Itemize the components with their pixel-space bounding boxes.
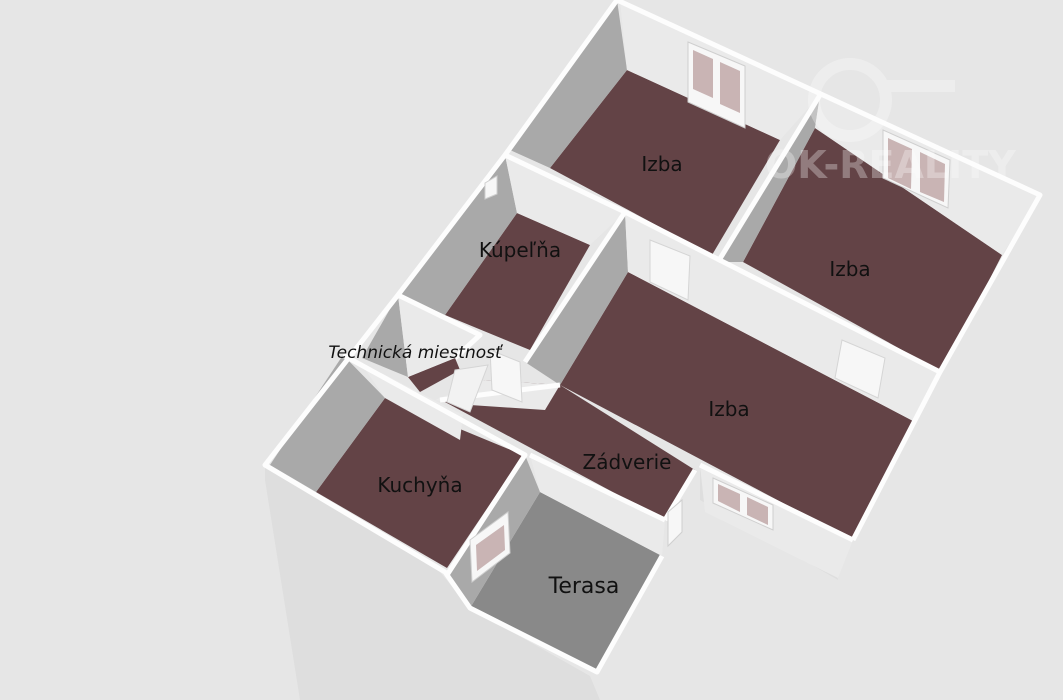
floors — [316, 70, 1002, 672]
wall-face — [270, 355, 385, 492]
floor-kupelna — [445, 213, 590, 350]
room-label-izba-bottom: Izba — [708, 397, 749, 421]
door — [834, 339, 886, 399]
window — [667, 498, 683, 548]
doors — [446, 239, 886, 413]
wall-face — [362, 295, 408, 377]
window — [882, 129, 951, 209]
room-labels: Izba Izba Izba Kúpeľňa Technická miestno… — [328, 152, 870, 599]
watermark-brand: OK-REALITY — [765, 143, 1016, 187]
room-label-terasa: Terasa — [548, 574, 620, 599]
window — [484, 175, 498, 200]
floor-zadverie — [445, 380, 695, 520]
room-label-technicka: Technická miestnosť — [328, 343, 504, 363]
wall-face — [360, 362, 463, 440]
watermark-key-icon — [885, 80, 955, 92]
wall-face — [530, 455, 665, 556]
window — [687, 41, 746, 129]
wall-face — [525, 212, 628, 385]
room-label-izba-top: Izba — [641, 152, 682, 176]
windows — [469, 41, 951, 583]
window — [469, 511, 511, 583]
wall-face — [505, 155, 625, 245]
wall-face — [510, 0, 627, 168]
watermark: OK-REALITY — [765, 58, 1016, 187]
floor-terasa — [470, 492, 662, 672]
floor-kuchyna — [316, 398, 523, 568]
room-label-kupelna: Kúpeľňa — [479, 238, 561, 262]
floor-technicka — [408, 358, 460, 392]
watermark-logo-icon — [808, 58, 892, 142]
window — [712, 477, 774, 531]
floor-izba-right — [743, 128, 1002, 372]
door — [649, 239, 691, 301]
floor-izba-bottom — [560, 272, 915, 540]
door — [489, 349, 523, 403]
room-label-izba-right: Izba — [829, 257, 870, 281]
room-label-kuchyna: Kuchyňa — [377, 473, 462, 497]
door — [446, 364, 489, 413]
wall-face — [398, 295, 480, 377]
room-label-zadverie: Zádverie — [583, 450, 672, 474]
